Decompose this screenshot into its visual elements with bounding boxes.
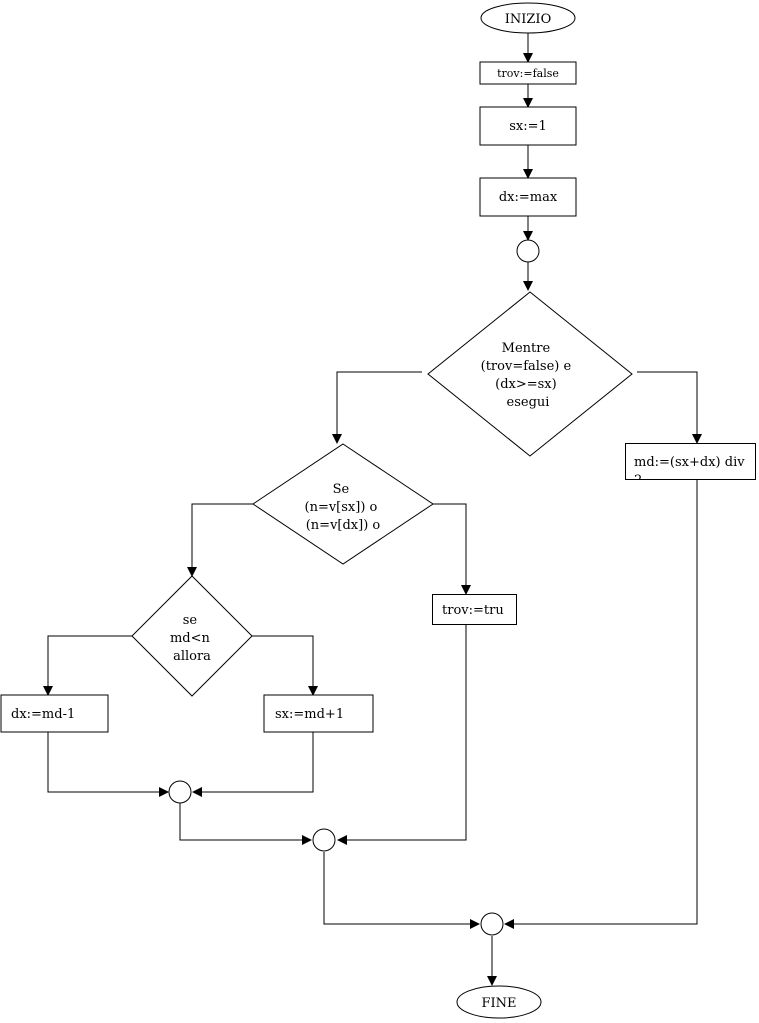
edge-join3-to-join4 — [323, 852, 480, 929]
while-condition: Mentre (trov=false) e (dx>=sx) esegui — [481, 341, 576, 410]
if-found-condition: Se (n=v[sx]) o (n=v[dx]) o — [305, 482, 382, 533]
process-init-dx: dx:=max — [479, 177, 577, 217]
process-set-dx: dx:=md-1 — [0, 694, 109, 733]
if-less-condition: se md<n allora — [170, 613, 214, 664]
if-found-join-node — [312, 828, 336, 852]
if-less-join-node — [168, 780, 192, 804]
start-terminal: INIZIO — [480, 2, 576, 34]
edge-if-to-trov — [433, 503, 471, 595]
process-set-sx: sx:=md+1 — [263, 694, 374, 733]
set-sx-label: sx:=md+1 — [275, 707, 344, 722]
compute-md-line-1: md:=(sx+dx) div — [634, 455, 745, 470]
while-line-3: (dx>=sx) — [495, 377, 557, 392]
if-less-line-2: md<n — [170, 631, 211, 646]
set-trov-label: trov:=tru — [442, 603, 504, 618]
edge-if2-to-sx — [252, 635, 318, 696]
edge-if2-to-dx — [43, 635, 132, 696]
while-line-4: esegui — [507, 395, 550, 410]
edge-md-to-join4 — [504, 480, 698, 929]
if-found-line-1: Se — [333, 482, 350, 497]
process-compute-md: md:=(sx+dx) div 2 — [625, 443, 756, 488]
end-terminal: FINE — [456, 985, 542, 1019]
edge-join2-to-join3 — [179, 803, 312, 845]
process-init-trov: trov:=false — [479, 61, 577, 85]
edge-while-to-md — [637, 371, 702, 444]
decision-while: Mentre (trov=false) e (dx>=sx) esegui — [427, 291, 633, 457]
edge-while-to-if — [332, 371, 422, 444]
compute-md-label: md:=(sx+dx) div 2 — [634, 455, 749, 488]
if-less-line-1: se — [183, 613, 198, 628]
loop-join-node — [516, 239, 540, 263]
loop-exit-join-node — [480, 912, 504, 936]
while-line-1: Mentre — [502, 341, 551, 356]
edge-dx-to-join2 — [47, 732, 169, 797]
start-label: INIZIO — [505, 12, 551, 27]
init-trov-label: trov:=false — [497, 67, 559, 80]
edge-trov-to-join3 — [337, 624, 467, 845]
decision-if-found: Se (n=v[sx]) o (n=v[dx]) o — [252, 443, 434, 565]
while-line-2: (trov=false) e — [481, 359, 572, 374]
edge-sx-to-join2 — [192, 732, 314, 797]
if-found-line-3: (n=v[dx]) o — [306, 518, 381, 533]
init-dx-label: dx:=max — [499, 190, 558, 205]
set-dx-label: dx:=md-1 — [11, 707, 75, 722]
connectors — [43, 33, 702, 986]
compute-md-line-2: 2 — [634, 473, 642, 488]
edge-if-to-if2 — [187, 503, 253, 577]
end-label: FINE — [481, 996, 516, 1011]
init-sx-label: sx:=1 — [509, 119, 547, 134]
if-less-line-3: allora — [173, 649, 211, 664]
process-init-sx: sx:=1 — [479, 106, 577, 146]
if-found-line-2: (n=v[sx]) o — [305, 500, 378, 515]
decision-if-less: se md<n allora — [131, 575, 253, 697]
process-set-trov: trov:=tru — [432, 594, 517, 625]
